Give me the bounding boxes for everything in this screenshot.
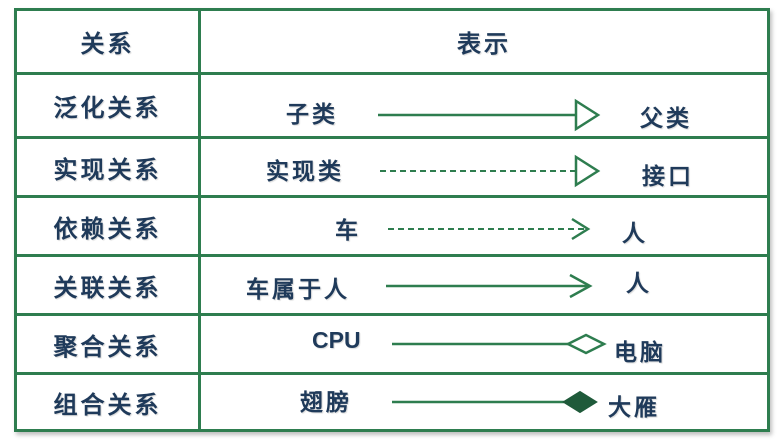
from-label-wing: 翅膀: [300, 390, 352, 416]
from-label-car: 车: [335, 218, 361, 244]
relation-generalization: 泛化关系: [53, 94, 162, 122]
row-divider: [14, 195, 770, 198]
from-label-subclass: 子类: [286, 102, 338, 128]
to-label-person: 人: [626, 271, 652, 297]
relation-dependency: 依赖关系: [53, 214, 162, 243]
dependency-arrow: [388, 217, 591, 241]
generalization-arrow: [378, 98, 601, 132]
table-border: [14, 8, 770, 432]
from-label-cpu: CPU: [312, 327, 361, 353]
to-label-goose: 大雁: [608, 395, 660, 421]
row-divider: [14, 136, 770, 139]
relation-realization: 实现关系: [53, 155, 162, 184]
column-divider: [198, 8, 201, 432]
from-label-car-belongs: 车属于人: [246, 277, 350, 303]
row-divider: [14, 72, 770, 75]
from-label-implementation: 实现类: [266, 159, 344, 185]
header-relation: 关系: [80, 30, 135, 58]
to-label-computer: 电脑: [614, 340, 666, 366]
relation-aggregation: 聚合关系: [53, 332, 162, 361]
row-divider: [14, 254, 770, 257]
header-representation: 表示: [457, 30, 511, 58]
to-label-interface: 接口: [642, 164, 694, 190]
composition-arrow: [392, 390, 598, 414]
realization-arrow: [380, 154, 601, 188]
row-divider: [14, 372, 770, 375]
to-label-person: 人: [622, 221, 648, 247]
to-label-superclass: 父类: [640, 106, 692, 132]
relation-composition: 组合关系: [53, 390, 162, 419]
row-divider: [14, 313, 770, 316]
relation-association: 关联关系: [53, 273, 162, 302]
aggregation-arrow: [392, 333, 607, 355]
association-arrow: [386, 273, 593, 299]
